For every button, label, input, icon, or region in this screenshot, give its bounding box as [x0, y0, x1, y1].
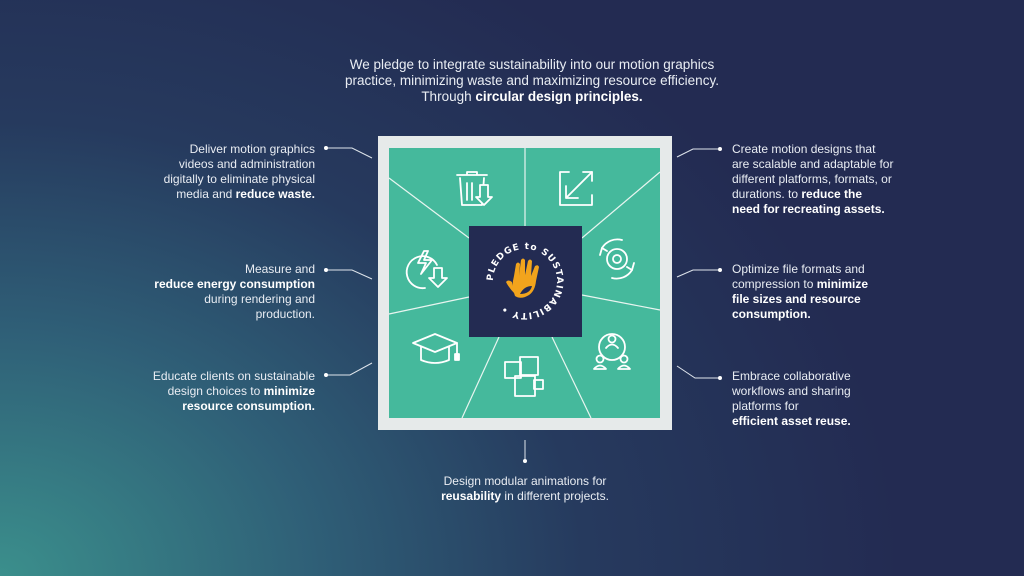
body-text: Measure and: [244, 262, 315, 276]
body-text: compression to: [732, 277, 817, 291]
emphasis-text: efficient asset reuse.: [732, 414, 851, 428]
resize-arrow-icon: [559, 171, 593, 206]
body-text: Design modular animations for: [443, 474, 607, 488]
text-line: Educate clients on sustainable: [153, 369, 315, 384]
emphasis-text: need for recreating assets.: [732, 202, 885, 216]
body-text: design choices to: [167, 384, 264, 398]
text-line: videos and administration: [164, 157, 315, 172]
collaboration-network-icon: [593, 333, 631, 370]
text-line: file sizes and resource: [732, 292, 868, 307]
segment-dividers: [388, 148, 661, 419]
body-text: in different projects.: [501, 489, 609, 503]
text-line: media and reduce waste.: [164, 187, 315, 202]
body-text: Create motion designs that: [732, 142, 876, 156]
text-line: need for recreating assets.: [732, 202, 893, 217]
text-line: different platforms, formats, or: [732, 172, 893, 187]
body-text: practice, minimizing waste and maximizin…: [345, 73, 719, 88]
modular-squares-icon: [504, 356, 544, 397]
pledge-statement: We pledge to integrate sustainability in…: [282, 57, 782, 105]
text-line: design choices to minimize: [153, 384, 315, 399]
connector-top-right: [676, 148, 720, 158]
hand-leaf-icon: [506, 258, 539, 298]
body-text: different platforms, formats, or: [732, 172, 892, 186]
body-text: digitally to eliminate physical: [163, 172, 315, 186]
text-line: during rendering and: [154, 292, 315, 307]
emphasis-text: reduce the: [801, 187, 863, 201]
graduation-cap-icon: [412, 333, 460, 364]
text-line: resource consumption.: [153, 399, 315, 414]
emphasis-text: reduce energy consumption: [154, 277, 315, 291]
body-text: platforms for: [732, 399, 799, 413]
text-line: practice, minimizing waste and maximizin…: [282, 73, 782, 89]
body-text: Through: [421, 89, 476, 104]
body-text: Educate clients on sustainable: [152, 369, 315, 383]
text-line: digitally to eliminate physical: [164, 172, 315, 187]
body-text: Deliver motion graphics: [189, 142, 315, 156]
pledge-logo: PLEDGE to SUSTAINABILITY •: [469, 226, 582, 337]
emphasis-text: reusability: [441, 489, 502, 503]
emphasis-text: resource consumption.: [182, 399, 315, 413]
connector-bottom-left: [326, 362, 373, 376]
text-line: consumption.: [732, 307, 868, 322]
connector-bottom-right: [676, 365, 720, 379]
body-text: videos and administration: [178, 157, 315, 171]
body-text: durations. to: [732, 187, 802, 201]
energy-reduce-icon: [405, 250, 448, 290]
text-line: Through circular design principles.: [282, 89, 782, 105]
gear-cycle-icon: [599, 238, 635, 280]
body-text: workflows and sharing: [732, 384, 851, 398]
body-text: Embrace collaborative: [732, 369, 851, 383]
emphasis-text: circular design principles.: [475, 89, 643, 104]
body-text: Optimize file formats and: [732, 262, 865, 276]
body-text: are scalable and adaptable for: [732, 157, 894, 171]
text-line: Create motion designs that: [732, 142, 893, 157]
text-line: workflows and sharing: [732, 384, 851, 399]
text-line: are scalable and adaptable for: [732, 157, 893, 172]
trash-download-icon: [456, 171, 493, 206]
text-line: reduce energy consumption: [154, 277, 315, 292]
body-text: We pledge to integrate sustainability in…: [349, 57, 715, 72]
text-line: Design modular animations for: [375, 474, 675, 489]
connector-mid-left: [326, 269, 373, 280]
text-line: Optimize file formats and: [732, 262, 868, 277]
text-line: Measure and: [154, 262, 315, 277]
text-line: efficient asset reuse.: [732, 414, 851, 429]
emphasis-text: consumption.: [732, 307, 811, 321]
connector-dots: [324, 146, 722, 463]
text-line: durations. to reduce the: [732, 187, 893, 202]
text-line: Deliver motion graphics: [164, 142, 315, 157]
emphasis-text: file sizes and resource: [732, 292, 861, 306]
emphasis-text: minimize: [263, 384, 315, 398]
emphasis-text: reduce waste.: [235, 187, 315, 201]
connectors: [326, 147, 720, 460]
connector-mid-right: [676, 269, 720, 278]
body-text: media and: [176, 187, 236, 201]
body-text: during rendering and: [204, 292, 315, 306]
text-line: Embrace collaborative: [732, 369, 851, 384]
text-line: platforms for: [732, 399, 851, 414]
text-line: production.: [154, 307, 315, 322]
text-line: compression to minimize: [732, 277, 868, 292]
text-line: We pledge to integrate sustainability in…: [282, 57, 782, 73]
text-line: reusability in different projects.: [375, 489, 675, 504]
emphasis-text: minimize: [816, 277, 869, 291]
connector-top-left: [326, 147, 373, 159]
body-text: production.: [255, 307, 315, 321]
